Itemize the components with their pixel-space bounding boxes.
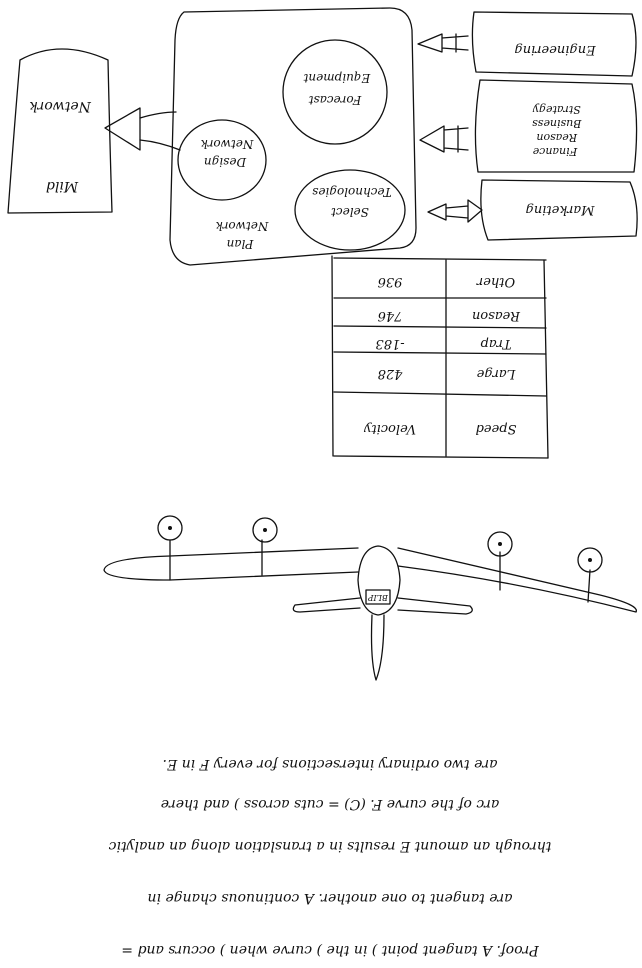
note-line: are two ordinary intersections for every… — [163, 756, 498, 772]
arrow-finance — [419, 125, 469, 153]
table-cell: 428 — [378, 366, 404, 381]
design-label: Network Design — [197, 137, 255, 169]
airplane-sketch: BLIP — [103, 515, 637, 681]
note-line: arc of the curve F. (C) = cuts across ) … — [161, 796, 500, 812]
forecast-circle — [282, 39, 388, 145]
side-box-marketing: Marketing — [480, 179, 638, 241]
note-line: through an amount E results in a transla… — [108, 838, 551, 854]
table-cell: Other — [476, 274, 515, 289]
plan-label: Network Plan — [212, 219, 270, 251]
table-cell: 746 — [378, 308, 403, 323]
main-plan-box: Equipment Forecast Network Design Techno… — [169, 7, 417, 266]
side-box-engineering: Engineering — [471, 11, 637, 77]
network-box: Network Mild — [7, 48, 113, 214]
table-cell: -183 — [375, 336, 404, 351]
table-cell: Large — [476, 366, 516, 381]
select-label: Technologies Select — [308, 185, 391, 219]
table-cell: Trap — [480, 336, 512, 351]
notes-block: Proof. A tangent point ) in the ) curve … — [108, 756, 551, 958]
table-cell: 936 — [378, 274, 403, 289]
marketing-label: Marketing — [526, 202, 596, 217]
network-title: Network — [29, 98, 92, 114]
data-table: Speed Velocity Large 428 Trap -183 Reason 746 Ot… — [331, 255, 549, 459]
select-circle — [294, 169, 406, 251]
finance-label: Strategy Business Reason Finance — [529, 103, 583, 158]
table-header-cell: Velocity — [363, 421, 416, 436]
network-subtitle: Mild — [46, 178, 79, 194]
arrow-engineering — [417, 33, 469, 53]
table-header-cell: Speed — [476, 421, 517, 436]
forecast-label: Equipment Forecast — [300, 71, 372, 107]
note-line: are tangent to one another. A continuous… — [147, 890, 512, 906]
engineering-label: Engineering — [514, 42, 596, 57]
cockpit-label: BLIP — [368, 593, 389, 602]
arrow-marketing — [427, 199, 483, 223]
arrow-to-network — [104, 107, 181, 151]
side-box-finance: Strategy Business Reason Finance — [474, 79, 638, 173]
table-cell: Reason — [472, 308, 521, 323]
design-circle — [177, 119, 267, 201]
note-line: Proof. A tangent point ) in the ) curve … — [121, 942, 539, 958]
